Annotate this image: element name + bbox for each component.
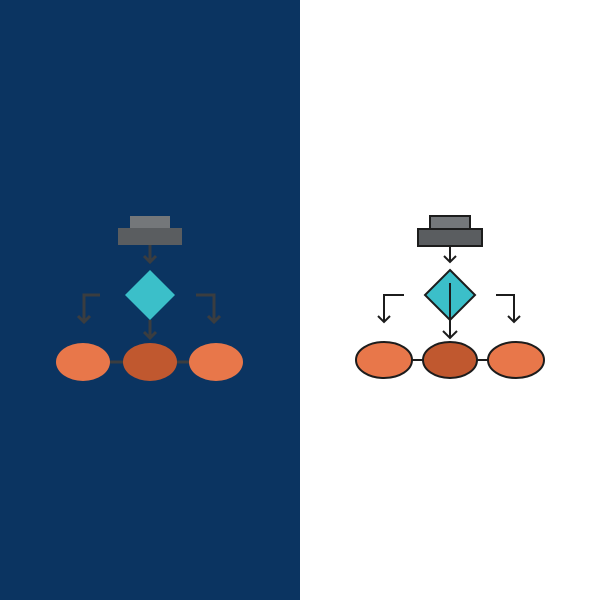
dark-panel (0, 0, 300, 600)
process-block-tab (429, 215, 471, 230)
node-left (355, 341, 413, 379)
arrow-down-center-icon (142, 320, 158, 341)
arrow-down-icon (443, 246, 457, 264)
flowchart-icon-flat (56, 216, 243, 381)
process-block (417, 228, 483, 247)
elbow-arrow-left-icon (377, 294, 404, 324)
node-center (123, 343, 177, 381)
node-right (487, 341, 545, 379)
node-center (422, 341, 478, 379)
node-left (56, 343, 110, 381)
arrow-down-icon (142, 245, 158, 265)
flowchart-icon-outline (355, 215, 545, 379)
elbow-arrow-right-icon (196, 293, 222, 325)
decision-diamond (125, 270, 175, 320)
process-block-tab (130, 216, 170, 228)
arrow-down-center-icon (442, 283, 458, 340)
process-block (118, 228, 182, 245)
light-panel (300, 0, 600, 600)
elbow-arrow-right-icon (496, 294, 521, 324)
node-right (189, 343, 243, 381)
elbow-arrow-left-icon (76, 293, 100, 325)
